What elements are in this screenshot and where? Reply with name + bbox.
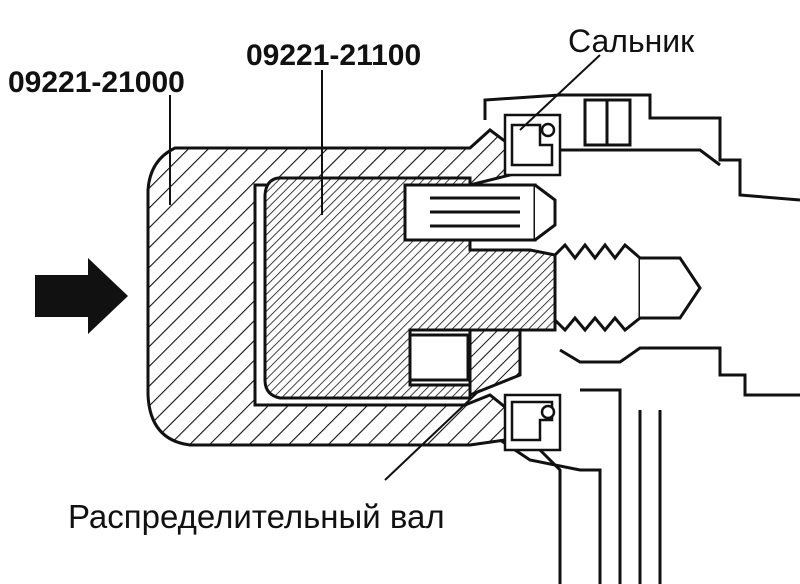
push-arrow-icon — [35, 258, 128, 334]
label-tool-outer: 09221-21000 — [8, 66, 185, 99]
dowel-pin — [403, 183, 557, 242]
label-tool-inner: 09221-21100 — [246, 39, 421, 72]
inner-tool-body — [263, 176, 557, 400]
oil-seal-upper — [503, 113, 562, 177]
camshaft-recess — [408, 333, 470, 382]
camshaft-collar — [468, 328, 522, 398]
threaded-bolt — [553, 242, 702, 333]
label-camshaft: Распределительный вал — [68, 498, 445, 535]
label-oil-seal: Сальник — [568, 23, 695, 59]
oil-seal-lower — [503, 393, 562, 452]
leader-lines — [169, 54, 601, 481]
